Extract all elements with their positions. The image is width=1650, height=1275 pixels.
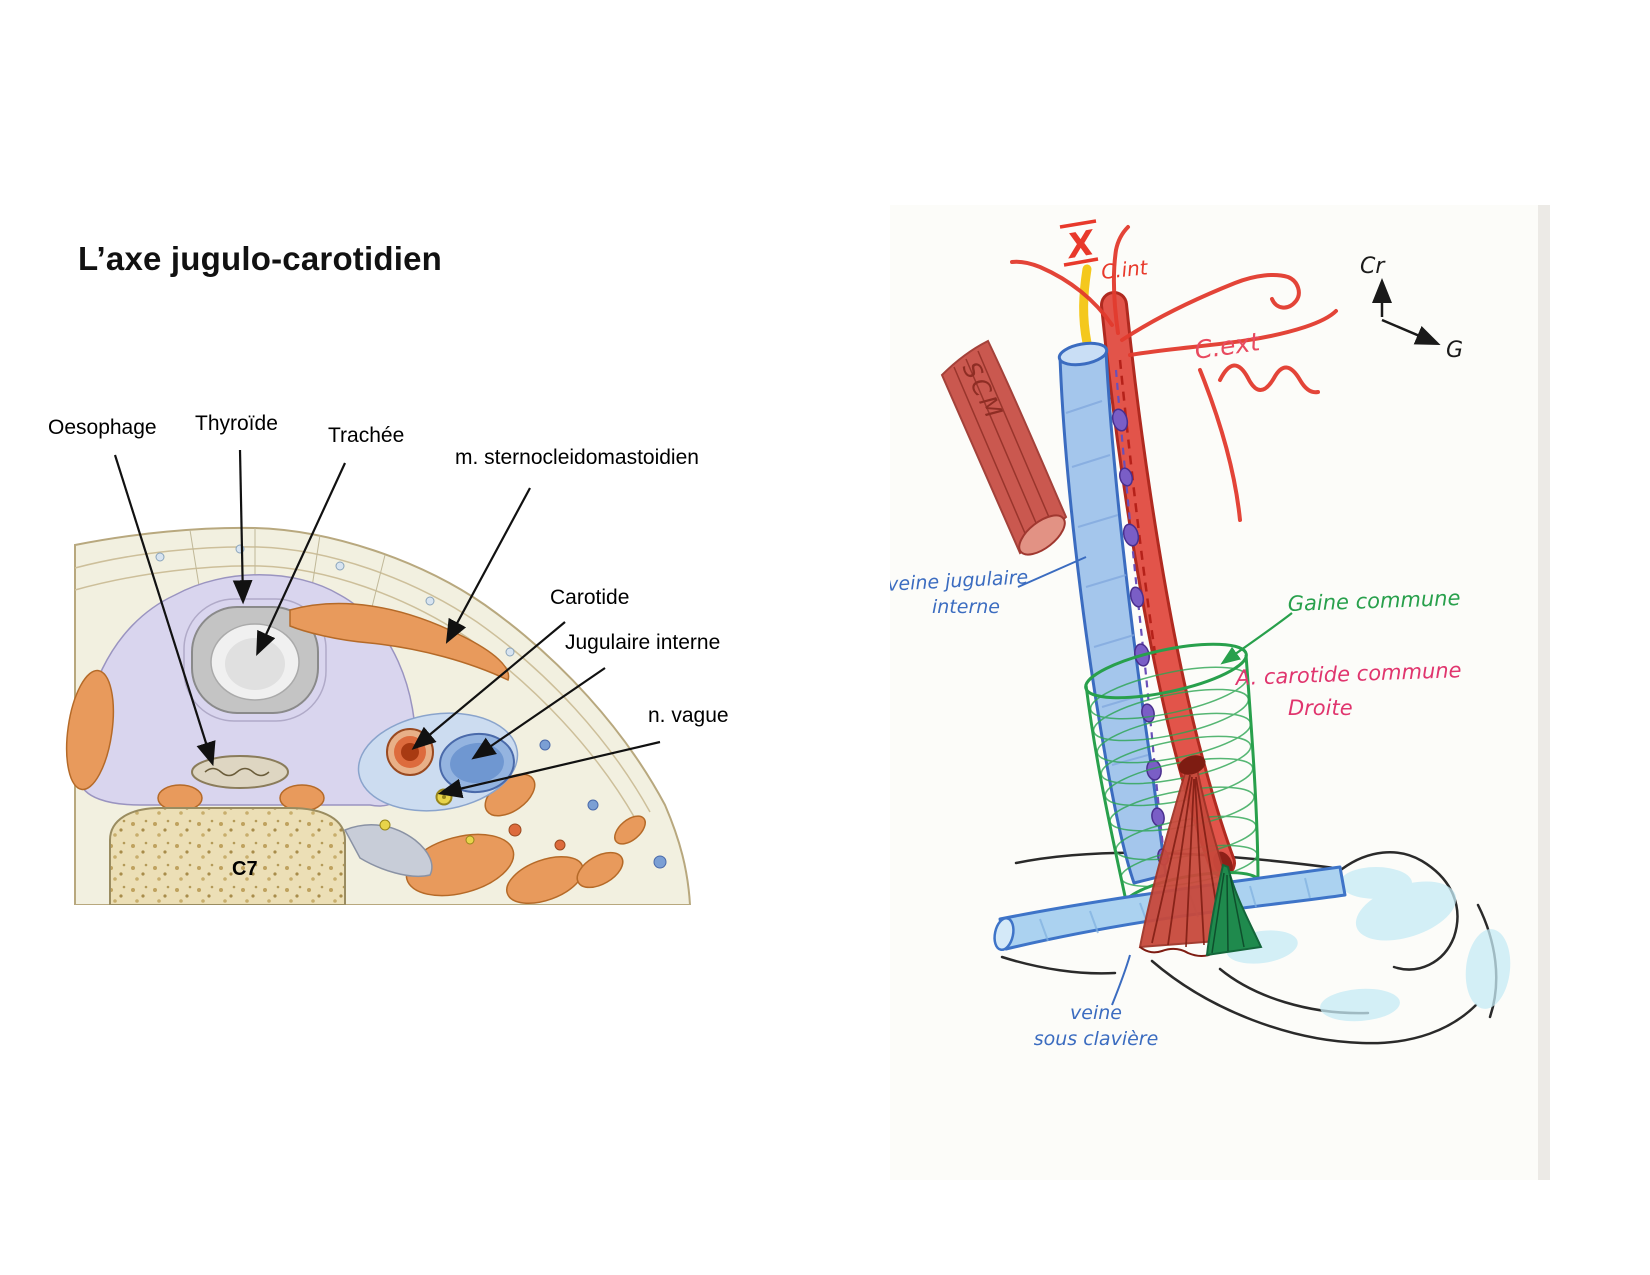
label-jugulaire-line1: veine jugulaire	[890, 566, 1029, 595]
label-sousclaviere-line2: sous clavière	[1034, 1028, 1159, 1050]
label-x: X	[1063, 223, 1099, 268]
label-carotide-commune-line2: Droite	[1288, 696, 1353, 720]
cross-section-figure: Oesophage Thyroïde Trachée m. sternoclei…	[40, 400, 740, 905]
label-carotide-commune-line1: A. carotide commune	[1233, 658, 1462, 690]
cross-section-drawing	[65, 449, 692, 905]
carotid-shape	[386, 728, 434, 776]
vagus-nerve-yellow	[1079, 264, 1092, 348]
neck-muscles	[65, 602, 646, 904]
hand-drawn-sketch: X SCM	[887, 205, 1550, 1180]
label-jugulaire-line2: interne	[932, 596, 1000, 618]
label-gauche: G	[1446, 338, 1463, 363]
label-oesophage: Oesophage	[48, 416, 157, 439]
scan-edge	[1538, 205, 1550, 1180]
label-gaine-commune: Gaine commune	[1287, 586, 1460, 616]
label-trachee: Trachée	[328, 424, 405, 447]
label-cranial: Cr	[1360, 254, 1386, 279]
green-muscle-fan	[1205, 863, 1263, 957]
label-vertebra-c7: C7	[232, 858, 258, 880]
label-c-int: C.int	[1100, 255, 1150, 284]
label-thyroide: Thyroïde	[195, 412, 278, 435]
vertebra-shape	[109, 807, 433, 905]
orientation-marker: Cr G	[1360, 254, 1463, 363]
carotid-branches	[1010, 225, 1338, 522]
sketch-drawing: X SCM	[887, 205, 1550, 1180]
oesophagus-shape	[191, 755, 289, 789]
small-vessels	[379, 739, 667, 869]
trachea-shape	[191, 606, 319, 714]
pointer-lines	[1017, 556, 1293, 1006]
sketch-labels: C.int C.ext veine jugulaire interne Gain…	[887, 255, 1462, 1050]
label-sternocleidomastoidien: m. sternocleidomastoidien	[455, 446, 699, 469]
label-carotide: Carotide	[550, 586, 630, 609]
page-title: L’axe jugulo-carotidien	[78, 240, 442, 278]
label-jugulaire-interne: Jugulaire interne	[565, 631, 721, 654]
label-c-ext: C.ext	[1193, 327, 1263, 365]
vagus-x-symbol: X	[1059, 219, 1099, 268]
label-sousclaviere-line1: veine	[1070, 1002, 1122, 1024]
scm-muscle-band: SCM	[940, 339, 1068, 556]
label-n-vague: n. vague	[648, 704, 729, 727]
annotation-arrows	[113, 449, 661, 799]
